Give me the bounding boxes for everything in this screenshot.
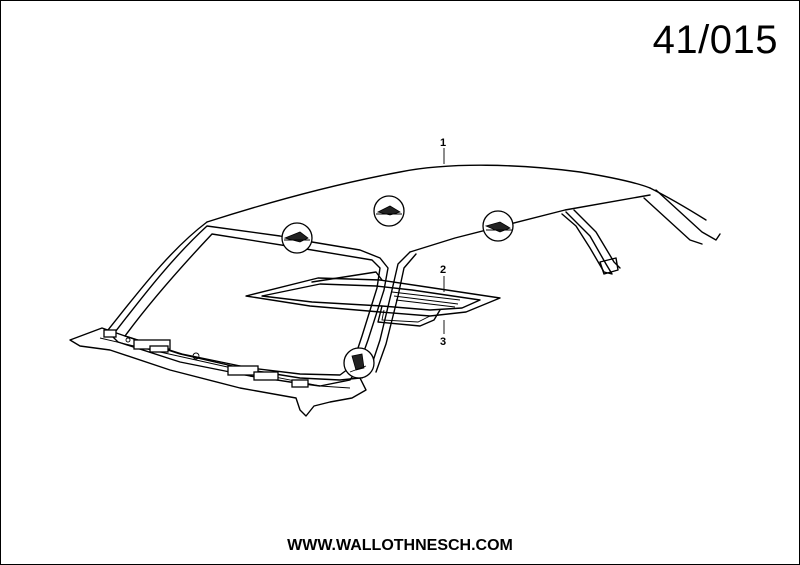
callout-1: 1 — [440, 137, 446, 149]
sunroof-panel — [311, 271, 441, 327]
diagram-number: 41/015 — [652, 18, 778, 62]
callout-3: 3 — [440, 336, 446, 348]
detail-circle-center — [373, 195, 405, 227]
roof-skin — [107, 164, 721, 331]
detail-circle-left — [281, 222, 313, 254]
rear-roof-rail — [561, 209, 621, 275]
detail-circle-pillar — [343, 347, 375, 379]
watermark-url: WWW.WALLOTHNESCH.COM — [287, 537, 513, 554]
sunroof-frame — [245, 277, 501, 317]
detail-circle-right — [482, 210, 514, 242]
cowl-panel — [69, 327, 367, 417]
callout-2: 2 — [440, 264, 446, 276]
